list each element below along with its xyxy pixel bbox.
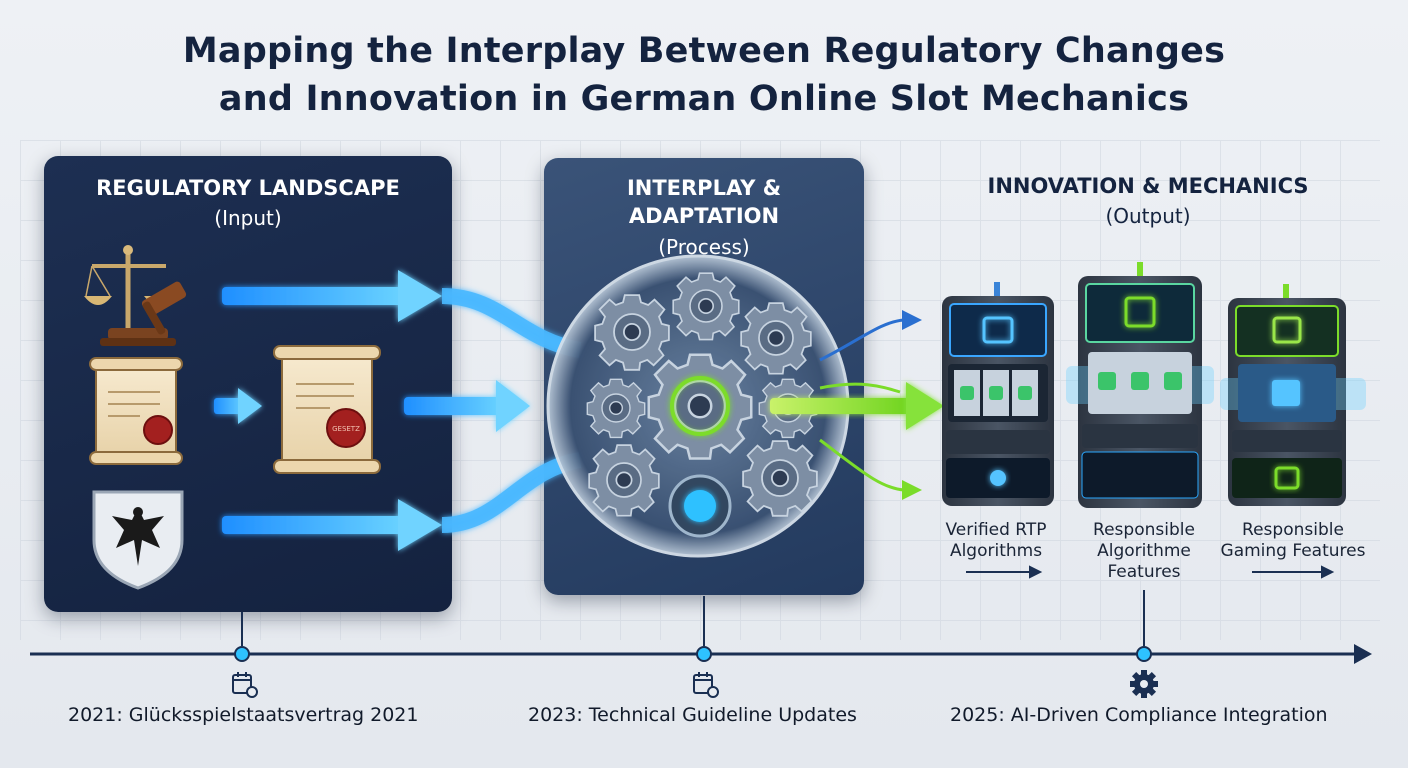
caption-line: Responsible: [1068, 520, 1220, 541]
slot-machine-responsible-gaming: [1220, 284, 1366, 506]
timeline-marker-2025: [1137, 647, 1151, 661]
caption-line: Responsible: [1210, 520, 1376, 541]
law-scroll-icon: GESETZ: [274, 346, 380, 473]
milestone-2023: 2023: Technical Guideline Updates: [528, 704, 857, 726]
seal-text: GESETZ: [332, 425, 360, 433]
milestone-2021: 2021: Glücksspielstaatsvertrag 2021: [68, 704, 418, 726]
gear-icon: [1130, 670, 1158, 698]
scales-gavel-icon: [84, 245, 188, 346]
milestone-2025: 2025: AI-Driven Compliance Integration: [950, 704, 1328, 726]
caption-line: Algorithms: [926, 541, 1066, 562]
law-scroll-icon: [90, 358, 182, 464]
caption-line: Verified RTP: [926, 520, 1066, 541]
regulation-to-process-arrows: [214, 270, 580, 551]
timeline: [30, 590, 1372, 664]
caption-line: Gaming Features: [1210, 541, 1376, 562]
federal-eagle-shield-icon: [94, 492, 182, 588]
caption-line: Algorithme: [1068, 541, 1220, 562]
caption-line: Features: [1068, 562, 1220, 583]
output-caption-3: Responsible Gaming Features: [1210, 520, 1376, 562]
slot-machine-algorithm: [1066, 262, 1214, 508]
timeline-marker-2023: [697, 647, 711, 661]
slot-machine-rtp: [942, 282, 1054, 506]
output-caption-2: Responsible Algorithme Features: [1068, 520, 1220, 583]
calendar-gear-icon: [233, 672, 257, 697]
timeline-marker-2021: [235, 647, 249, 661]
output-caption-1: Verified RTP Algorithms: [926, 520, 1066, 562]
calendar-gear-icon: [694, 672, 718, 697]
